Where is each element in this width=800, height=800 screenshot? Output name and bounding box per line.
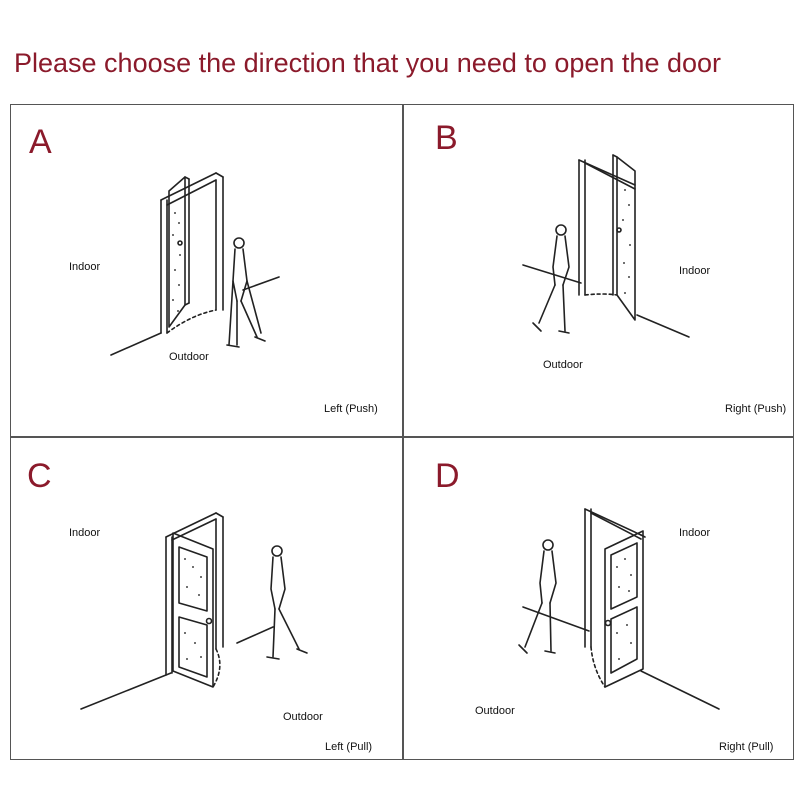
option-caption: Left (Push) <box>324 403 378 415</box>
option-caption: Left (Pull) <box>325 741 372 753</box>
option-letter: B <box>435 119 458 158</box>
outdoor-label: Outdoor <box>543 359 583 371</box>
option-letter: C <box>27 457 52 496</box>
door-pull-left-icon <box>11 437 402 761</box>
indoor-label: Indoor <box>69 261 100 273</box>
option-caption: Right (Push) <box>725 403 786 415</box>
option-letter: A <box>29 123 52 162</box>
option-c-panel[interactable]: C Indoor Outdoor Left (Pull) <box>11 437 402 761</box>
option-b-panel[interactable]: B Indoor Outdoor Right (Push) <box>403 105 795 436</box>
door-push-right-icon <box>403 105 795 436</box>
option-d-panel[interactable]: D Indoor Outdoor Right (Pull) <box>403 437 795 761</box>
outdoor-label: Outdoor <box>475 705 515 717</box>
option-a-panel[interactable]: A Indoor Outdoor Left (Push) <box>11 105 402 436</box>
page-title: Please choose the direction that you nee… <box>14 48 721 79</box>
option-caption: Right (Pull) <box>719 741 773 753</box>
door-pull-right-icon <box>403 437 795 761</box>
indoor-label: Indoor <box>69 527 100 539</box>
indoor-label: Indoor <box>679 527 710 539</box>
outdoor-label: Outdoor <box>283 711 323 723</box>
outdoor-label: Outdoor <box>169 351 209 363</box>
indoor-label: Indoor <box>679 265 710 277</box>
options-grid: A Indoor Outdoor Left (Push) <box>10 104 794 760</box>
option-letter: D <box>435 457 460 496</box>
